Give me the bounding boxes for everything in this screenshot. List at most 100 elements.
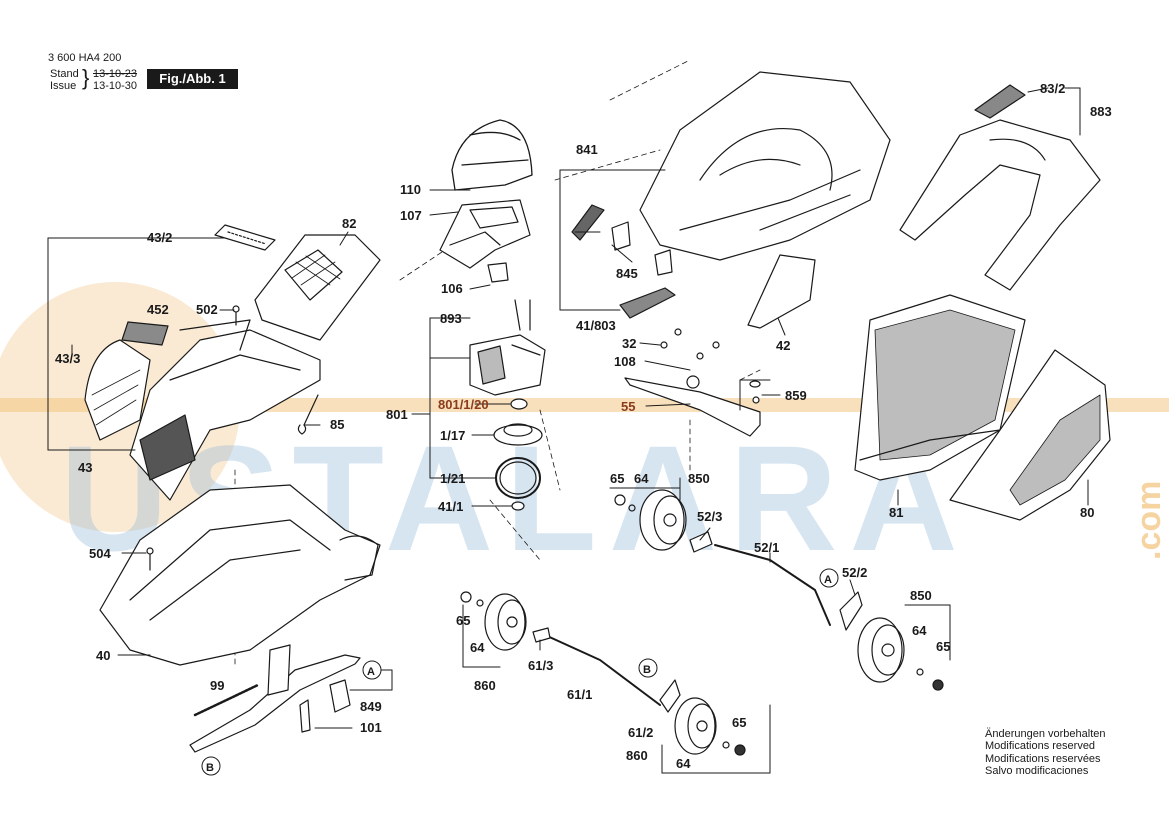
wheel-rear-upper xyxy=(639,489,687,551)
callout-107: 107 xyxy=(400,208,422,223)
part-61-1-axle xyxy=(544,634,661,706)
callout-504: 504 xyxy=(89,546,111,561)
callout-52-1: 52/1 xyxy=(754,540,779,555)
part-841-chassis xyxy=(639,71,891,261)
part-52-1-axle xyxy=(714,544,831,626)
callout-64-d: 64 xyxy=(676,756,691,771)
part-845-clip-3 xyxy=(654,249,673,276)
callout-b-mid: B xyxy=(643,664,651,676)
callout-101: 101 xyxy=(360,720,382,735)
screws xyxy=(146,305,760,571)
part-106-clip xyxy=(487,262,509,283)
callout-452: 452 xyxy=(147,302,169,317)
callout-41-1: 41/1 xyxy=(438,499,463,514)
note-en: Modifications reserved xyxy=(985,740,1096,753)
callout-106: 106 xyxy=(441,281,463,296)
doc-number: 3 600 HA4 200 xyxy=(48,52,122,64)
part-41-1-washer xyxy=(511,501,525,511)
callout-42: 42 xyxy=(776,338,790,353)
part-40-lower-housing xyxy=(99,484,381,666)
callout-61-2: 61/2 xyxy=(628,725,653,740)
part-61-3-bushing xyxy=(532,627,551,643)
callout-55: 55 xyxy=(621,399,635,414)
part-43-2-grip xyxy=(214,224,276,251)
wheel-front-right xyxy=(674,697,717,755)
stand-label: Stand xyxy=(50,68,79,80)
callout-61-1: 61/1 xyxy=(567,687,592,702)
part-845-clip-2 xyxy=(611,221,631,251)
issue-date: 13-10-30 xyxy=(93,80,138,92)
leader-lines xyxy=(47,87,1089,774)
callout-65-c: 65 xyxy=(456,613,470,628)
part-83-2-grip xyxy=(974,84,1026,119)
part-52-3-bushing xyxy=(689,531,713,553)
callout-849: 849 xyxy=(360,699,382,714)
callout-65-a: 65 xyxy=(610,471,624,486)
callout-43: 43 xyxy=(78,460,92,475)
note-es: Salvo modificaciones xyxy=(985,765,1089,778)
part-82-lid xyxy=(254,234,381,341)
callout-32: 32 xyxy=(622,336,636,351)
part-61-2-bracket xyxy=(659,679,681,713)
part-110-cover xyxy=(451,119,533,191)
callout-64-c: 64 xyxy=(470,640,485,655)
callout-860-a: 860 xyxy=(474,678,496,693)
notes: Änderungen vorbehalten Modifications res… xyxy=(985,728,1105,778)
callout-65-b: 65 xyxy=(936,639,950,654)
callout-883: 883 xyxy=(1090,104,1112,119)
callout-860-b: 860 xyxy=(626,748,648,763)
part-41-803-comb xyxy=(619,287,676,319)
callout-b-left: B xyxy=(206,762,214,774)
callout-893: 893 xyxy=(440,311,462,326)
part-85-spring xyxy=(297,424,307,435)
part-43-housing xyxy=(129,319,321,501)
callout-a-left: A xyxy=(367,666,375,678)
brace: } xyxy=(82,65,90,90)
callout-85: 85 xyxy=(330,417,344,432)
callout-845: 845 xyxy=(616,266,638,281)
reference-circles xyxy=(201,568,839,776)
callout-80: 80 xyxy=(1080,505,1094,520)
part-99-spring xyxy=(193,683,260,717)
callout-64-a: 64 xyxy=(634,471,649,486)
callout-82: 82 xyxy=(342,216,356,231)
callout-40: 40 xyxy=(96,648,110,663)
part-849-lever xyxy=(189,644,361,753)
callout-850-a: 850 xyxy=(688,471,710,486)
callout-81: 81 xyxy=(889,505,903,520)
part-845-clip-1 xyxy=(571,204,605,241)
figure-label: Fig./Abb. 1 xyxy=(147,69,238,89)
part-801-1-20-bearing xyxy=(510,398,528,410)
part-1-21-belt xyxy=(495,457,541,499)
part-893-motor xyxy=(469,334,546,396)
callout-1-17: 1/17 xyxy=(440,428,465,443)
wheel-front-left xyxy=(484,593,527,651)
callout-83-2: 83/2 xyxy=(1040,81,1065,96)
callout-a-right: A xyxy=(824,574,832,586)
callout-108: 108 xyxy=(614,354,636,369)
callout-labels: 110 107 82 43/2 452 502 43/3 43 106 893 … xyxy=(55,81,1112,774)
callout-41-803: 41/803 xyxy=(576,318,616,333)
callout-99: 99 xyxy=(210,678,224,693)
callout-61-3: 61/3 xyxy=(528,658,553,673)
callout-801: 801 xyxy=(386,407,408,422)
part-107-shroud xyxy=(439,199,531,269)
part-1-17-pulley xyxy=(493,423,543,446)
callout-43-2: 43/2 xyxy=(147,230,172,245)
part-55-blade xyxy=(624,375,761,437)
wheel-rear-right xyxy=(857,617,905,683)
callout-43-3: 43/3 xyxy=(55,351,80,366)
callout-850-b: 850 xyxy=(910,588,932,603)
callout-52-2: 52/2 xyxy=(842,565,867,580)
callout-65-d: 65 xyxy=(732,715,746,730)
callout-841: 841 xyxy=(576,142,598,157)
part-80-grass-box-side xyxy=(949,349,1111,521)
callout-859: 859 xyxy=(785,388,807,403)
part-43-3-cover xyxy=(84,339,151,441)
note-fr: Modifications reservées xyxy=(985,752,1101,765)
note-de: Änderungen vorbehalten xyxy=(985,728,1106,740)
callout-502: 502 xyxy=(196,302,218,317)
part-42-flap xyxy=(747,254,816,329)
stand-date: 13-10-23 xyxy=(93,68,138,80)
